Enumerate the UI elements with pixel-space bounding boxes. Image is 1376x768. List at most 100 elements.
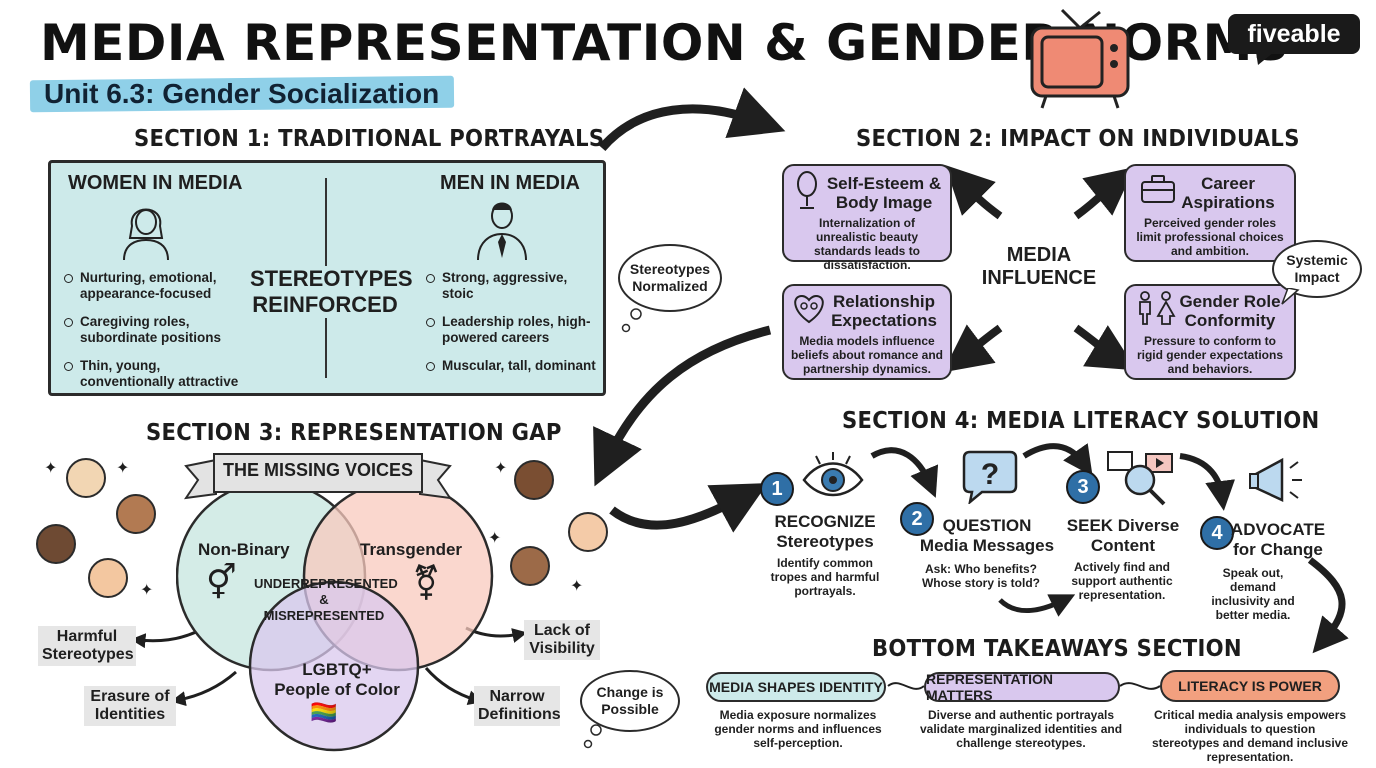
media-influence-label: MEDIA INFLUENCE [980,244,1098,290]
sparkle-icon: ✦ [44,460,58,477]
sparkle-icon: ✦ [116,460,130,477]
outcome-visibility: Lack of Visibility [524,620,600,660]
step-title: QUESTION Media Messages [914,516,1060,556]
systemic-impact-bubble: Systemic Impact [1272,240,1362,298]
venn-label-nonbinary: Non-Binary [198,540,290,559]
woman-icon [123,208,169,260]
card-title: Relationship Expectations [831,292,937,330]
sparkle-icon: ✦ [570,578,584,595]
avatar [88,558,128,598]
step-title: ADVOCATE for Change [1230,520,1326,560]
men-bullet: Strong, aggressive, stoic [426,270,602,302]
man-icon [477,202,527,260]
section3-title: SECTION 3: REPRESENTATION GAP [146,420,562,446]
avatar [514,460,554,500]
men-bullet-list: Strong, aggressive, stoic Leadership rol… [426,270,602,386]
sparkle-icon: ✦ [494,460,508,477]
women-bullet: Thin, young, conventionally attractive [64,358,240,390]
takeaway-pill: LITERACY IS POWER [1160,670,1340,702]
people-icon [1139,291,1176,325]
outcome-erasure: Erasure of Identities [84,686,176,726]
sparkle-icon: ✦ [488,530,502,547]
banner-text: THE MISSING VOICES [222,460,414,480]
outcome-narrow: Narrow Definitions [474,686,561,726]
svg-text:?: ? [981,458,999,491]
venn-center-line1: UNDERREPRESENTED [254,576,398,591]
step-title-line1: ADVOCATE [1230,520,1326,539]
step-number: 4 [1200,516,1234,550]
venn-bottom-line1: LGBTQ+ [302,660,372,679]
card-relationship [782,284,952,380]
avatar [568,512,608,552]
card-title: Self-Esteem & Body Image [826,174,942,212]
women-bullet: Nurturing, emotional, appearance-focused [64,270,240,302]
nonbinary-symbol-icon: ⚥ [206,564,237,602]
step-title: SEEK Diverse Content [1066,516,1180,556]
step-text: Ask: Who benefits? Whose story is told? [921,562,1040,590]
women-bullet: Caregiving roles, subordinate positions [64,314,240,346]
eye-icon [802,452,864,497]
change-possible-bubble: Change is Possible [580,670,680,732]
venn-label-transgender: Transgender [360,540,463,559]
step-title: RECOGNIZE Stereotypes [760,512,890,552]
page-subtitle: Unit 6.3: Gender Socialization [44,78,440,109]
brand-logo[interactable]: fiveable [1228,14,1360,54]
avatar [116,494,156,534]
venn-label-bottom: LGBTQ+ People of Color [266,660,408,700]
card-title: Gender Role Conformity [1179,292,1281,330]
mirror-icon [797,171,817,209]
card-text: Internalization of unrealistic beauty st… [813,216,921,272]
logo-tail-icon [1256,52,1274,65]
venn-center-line2: & [319,592,329,607]
outcome-harmful-stereotypes: Harmful Stereotypes [38,626,136,666]
center-label-line2: REINFORCED [252,292,398,317]
step-number: 1 [760,472,794,506]
women-heading: WOMEN IN MEDIA [68,172,243,194]
men-bullet: Muscular, tall, dominant [426,358,602,374]
question-icon: ? [962,450,1018,504]
thought-dots-icon [583,724,602,749]
hearts-icon [794,294,824,324]
takeaway-text: Critical media analysis empowers individ… [1151,708,1349,764]
venn-center-label: UNDERREPRESENTED & MISREPRESENTED [254,576,398,624]
section4-title: SECTION 4: MEDIA LITERACY SOLUTION [842,408,1320,434]
sparkle-icon: ✦ [140,582,154,599]
speech-tail-icon [1281,288,1300,305]
card-title: Career Aspirations [1181,174,1275,212]
center-label-line1: STEREOTYPES [250,266,413,291]
avatar [36,524,76,564]
takeaway-text: Diverse and authentic portrayals validat… [919,708,1123,750]
media-influence-line2: INFLUENCE [981,267,1097,289]
takeaway-text: Media exposure normalizes gender norms a… [714,708,882,750]
card-text: Media models influence beliefs about rom… [790,334,944,376]
men-heading: MEN IN MEDIA [440,172,580,194]
step-title-line2: for Change [1233,540,1323,559]
megaphone-icon [1249,457,1302,502]
venn-diagram [176,480,494,752]
men-bullet: Leadership roles, high-powered careers [426,314,602,346]
step-text: Actively find and support authentic repr… [1071,560,1173,602]
missing-voices-banner [184,453,452,500]
thought-dots-icon [621,308,642,333]
step-title-line2: Media Messages [919,536,1055,555]
media-influence-line1: MEDIA [1006,244,1072,266]
tv-icon [1030,8,1130,109]
step-title-line1: QUESTION [942,516,1032,535]
step-title-line1: SEEK Diverse [1066,516,1180,535]
takeaways-title: BOTTOM TAKEAWAYS SECTION [872,636,1242,662]
venn-center-line3: MISREPRESENTED [263,608,385,623]
step-title-line2: Content [1090,536,1156,555]
takeaway-pill: MEDIA SHAPES IDENTITY [706,672,886,702]
venn-bottom-line2: People of Color [274,680,400,699]
pride-group-icon: 🏳️‍🌈 [310,700,338,725]
avatar [510,546,550,586]
card-self-esteem [782,164,952,262]
step-number: 2 [900,502,934,536]
section1-title: SECTION 1: TRADITIONAL PORTRAYALS [134,126,605,152]
section2-title: SECTION 2: IMPACT ON INDIVIDUALS [856,126,1300,152]
briefcase-icon [1141,175,1175,203]
step-title-line1: RECOGNIZE [774,512,876,531]
card-conformity [1124,284,1296,380]
magnifier-icon [1107,451,1173,506]
takeaway-pill: REPRESENTATION MATTERS [924,671,1120,703]
